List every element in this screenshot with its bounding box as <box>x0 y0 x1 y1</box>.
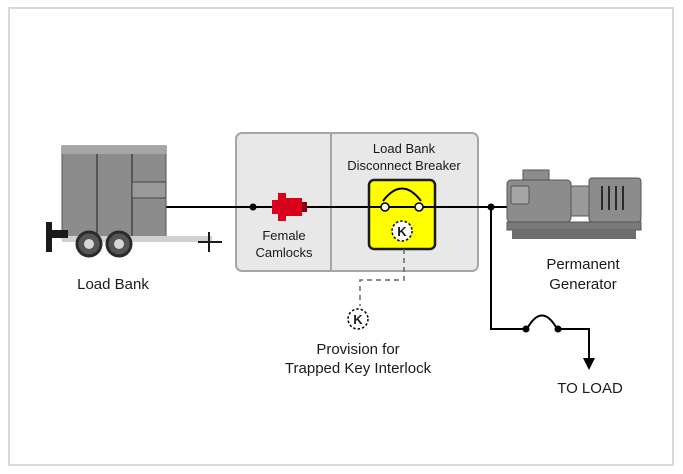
breaker-switch-icon <box>367 178 437 251</box>
load-feeder <box>490 207 590 360</box>
breaker-key-symbol: K <box>397 224 407 239</box>
load-bank-label: Load Bank <box>77 276 149 293</box>
trailer-load-bank-icon <box>46 145 222 258</box>
to-load-label: TO LOAD <box>557 380 623 397</box>
generator-label-line2: Generator <box>549 276 617 293</box>
junction-dot-left <box>249 203 257 211</box>
generator-label-line1: Permanent <box>546 256 620 273</box>
camlock-label-line2: Camlocks <box>255 245 313 260</box>
camlock-label-line1: Female <box>262 228 305 243</box>
interlock-label-line2: Trapped Key Interlock <box>285 360 432 377</box>
breaker-label-line1: Load Bank <box>373 141 436 156</box>
interlock-key-symbol: K <box>353 312 363 327</box>
camlock-connector-icon <box>272 193 307 221</box>
arrow-down-icon <box>583 358 595 370</box>
interlock-label-line1: Provision for <box>316 341 399 358</box>
key-interlock-icon <box>347 308 369 330</box>
generator-icon <box>506 169 642 239</box>
breaker-label-line2: Disconnect Breaker <box>347 158 461 173</box>
